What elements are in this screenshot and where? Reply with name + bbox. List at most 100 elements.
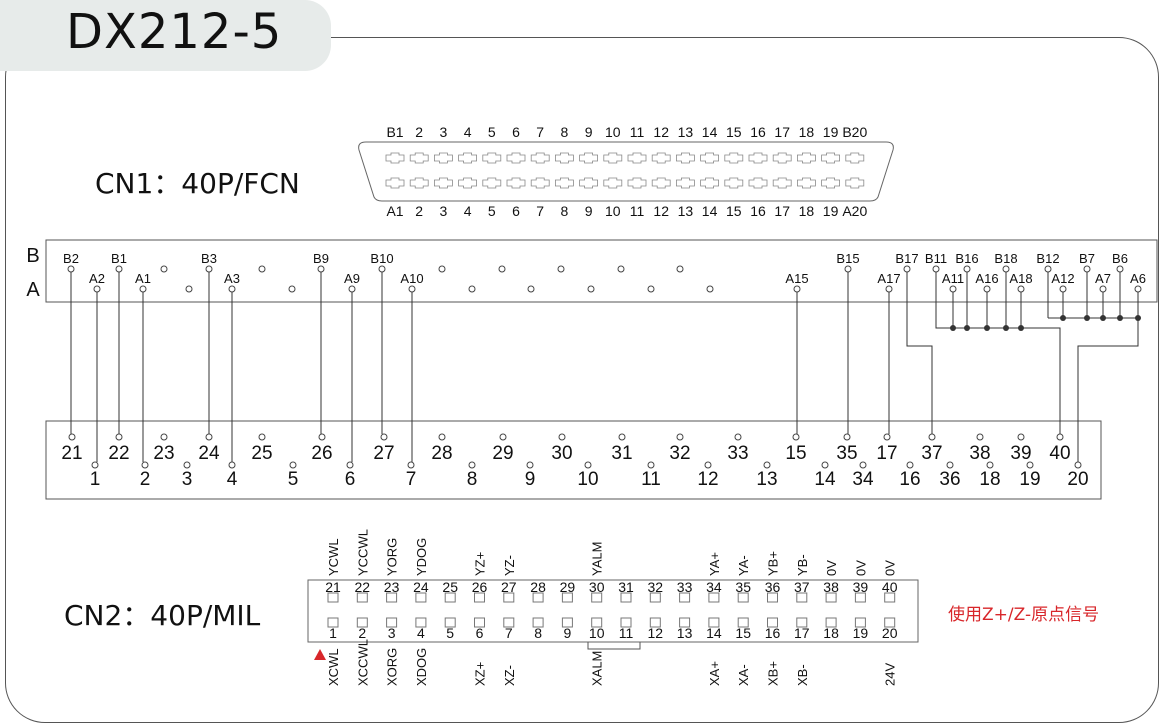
cn2-top-number: 26	[472, 579, 488, 595]
terminal	[1026, 461, 1034, 469]
cn1-bottom-label: 6	[512, 203, 520, 219]
cn2-top-number: 40	[882, 579, 898, 595]
cn2-top-signal: 0V	[824, 560, 839, 576]
cn2-key-notch	[587, 642, 641, 650]
cn1-pin-icon	[482, 177, 502, 189]
cn2-bottom-signal: XA-	[736, 664, 751, 686]
cn2-bottom-number: 8	[534, 625, 542, 641]
cn2-top-number: 34	[706, 579, 722, 595]
terminal-label: 1	[90, 469, 101, 490]
pin-label-a: A2	[89, 271, 105, 286]
cn1-connector-shell	[358, 141, 894, 202]
cn2-pin	[327, 592, 339, 603]
diagram-frame	[5, 37, 1159, 723]
cn2-label: CN2：40P/MIL	[64, 599, 261, 632]
cn1-pin-icon	[579, 152, 598, 164]
junction-dot	[950, 325, 956, 331]
cn2-pin	[503, 592, 515, 603]
cn2-bottom-number: 13	[677, 625, 693, 641]
terminal	[205, 433, 213, 441]
cn2-bottom-number: 7	[505, 625, 513, 641]
cn2-bottom-number: 6	[476, 625, 484, 641]
cn1-top-label: 10	[605, 124, 621, 140]
pin-label-b: B18	[994, 251, 1017, 266]
cn2-pin	[679, 617, 691, 628]
terminal-label: 28	[431, 443, 452, 464]
cn2-top-number: 28	[530, 579, 546, 595]
cn2-pin	[825, 617, 837, 628]
cn2-bottom-signal: XA+	[707, 661, 722, 686]
cn1-pin-icon	[409, 177, 429, 189]
pin-a	[1134, 285, 1142, 293]
terminal-label: 32	[669, 443, 690, 464]
pin-a	[468, 285, 476, 293]
pin-label-b: B15	[836, 251, 859, 266]
cn2-bottom-signal: XZ-	[502, 665, 517, 686]
cn2-pin	[532, 617, 544, 628]
cn2-pin	[708, 592, 720, 603]
cn2-pin	[591, 617, 603, 628]
pin-a	[706, 285, 714, 293]
cn2-top-number: 35	[735, 579, 751, 595]
cn1-pin-icon	[555, 152, 574, 164]
cn2-bottom-signal: XZ+	[473, 662, 488, 686]
cn1-bottom-label: 5	[488, 203, 496, 219]
cn2-bottom-number: 16	[765, 625, 781, 641]
pin-a	[139, 285, 147, 293]
pin-a	[983, 285, 991, 293]
cn2-pin	[796, 617, 808, 628]
terminal-label: 19	[1019, 469, 1040, 490]
pin-a	[93, 285, 101, 293]
cn1-bottom-label: 7	[536, 203, 544, 219]
cn1-bottom-label: 11	[630, 203, 645, 219]
title-tab: DX212-5	[0, 0, 331, 71]
terminal-label: 7	[406, 469, 417, 490]
cn2-pin	[884, 617, 896, 628]
cn1-pin-icon	[434, 177, 453, 189]
cn1-top-label: 5	[488, 124, 496, 140]
terminal	[438, 433, 446, 441]
cn1-top-label: 11	[630, 124, 645, 140]
cn2-top-number: 25	[442, 579, 458, 595]
terminal	[647, 461, 655, 469]
terminal	[618, 433, 626, 441]
cn2-pin	[620, 617, 632, 628]
cn2-pin	[884, 592, 896, 603]
terminal-label: 12	[697, 469, 718, 490]
pin-b	[557, 265, 565, 273]
cn2-top-number: 23	[384, 579, 400, 595]
terminal-label: 13	[756, 469, 777, 490]
cn2-pin	[708, 617, 720, 628]
terminal-label: 15	[785, 443, 806, 464]
cn2-top-number: 33	[677, 579, 693, 595]
pin-a	[1099, 285, 1107, 293]
cn2-pin	[825, 592, 837, 603]
row-label-b: B	[26, 245, 39, 267]
terminal	[526, 461, 534, 469]
cn2-pin	[737, 592, 749, 603]
pin-b	[903, 265, 911, 273]
pin-a	[527, 285, 535, 293]
terminal-label: 25	[251, 443, 272, 464]
pin-b	[1044, 265, 1052, 273]
terminal-label: 31	[611, 443, 632, 464]
cn2-top-number: 21	[325, 579, 341, 595]
cn2-bottom-signal: XDOG	[414, 648, 429, 686]
cn2-pin	[737, 617, 749, 628]
cn1-pin-icon	[772, 177, 792, 189]
pin-a	[288, 285, 296, 293]
junction-dot	[1060, 315, 1066, 321]
pin-label-b: B3	[201, 251, 217, 266]
terminal	[906, 461, 914, 469]
cn2-bottom-number: 11	[619, 625, 634, 641]
cn2-pin	[356, 592, 368, 603]
cn2-bottom-signal: XALM	[590, 651, 605, 686]
terminal-label: 37	[921, 443, 942, 464]
cn2-bottom-number: 3	[388, 625, 396, 641]
cn1-pin-icon	[458, 177, 477, 189]
pin-b	[844, 265, 852, 273]
junction-dot	[1003, 325, 1009, 331]
cn1-pin-icon	[409, 152, 429, 164]
terminal-label: 23	[153, 443, 174, 464]
cn1-pin-icon	[651, 152, 671, 164]
